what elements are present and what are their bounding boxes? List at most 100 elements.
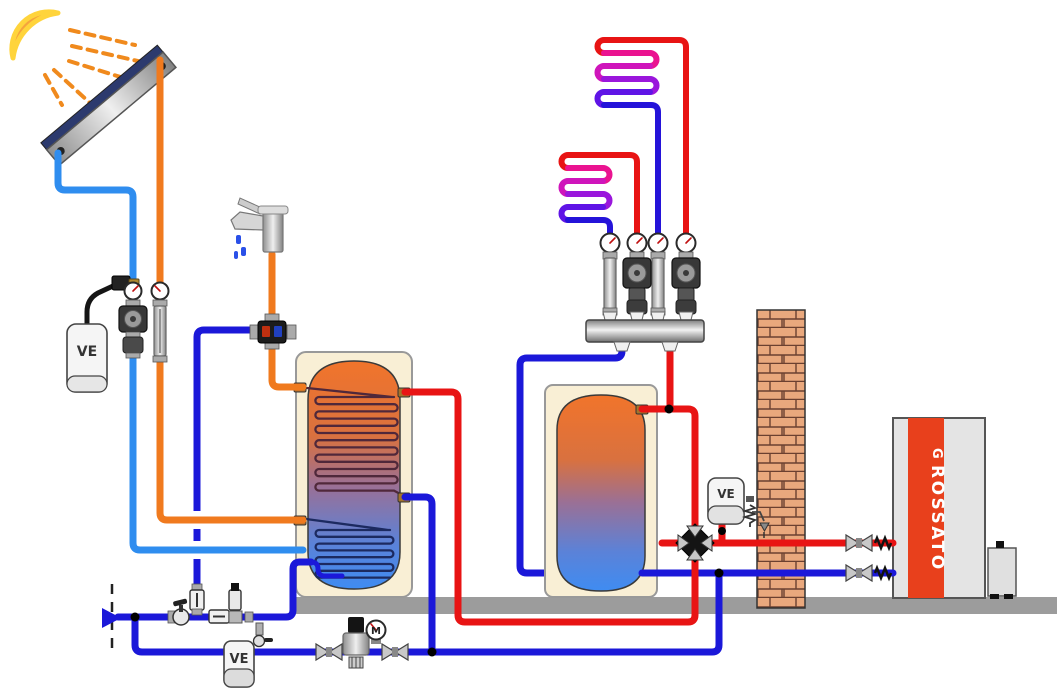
gauge-needle [685, 237, 692, 244]
pipe-union [152, 355, 168, 363]
cold-water-riser-pipe [193, 326, 260, 621]
vent-grid-lines [351, 657, 361, 668]
flex-connector [873, 564, 893, 582]
boiler-side-unit [987, 547, 1017, 597]
junction-dot [718, 527, 726, 535]
valve-port-cone [700, 534, 713, 552]
boiler-logo-glyph: G [929, 448, 944, 459]
gauge-needle [609, 237, 616, 244]
drain-valve [252, 634, 266, 648]
safety-valve-cap [231, 583, 239, 591]
dhw-tap-and-mixer [230, 197, 297, 350]
manifold-bottom-stub [613, 341, 631, 352]
shutoff-valve [315, 642, 331, 662]
shutoff-valve [857, 533, 873, 553]
valve-port-cone [686, 548, 704, 561]
valve-nut [392, 647, 398, 657]
junction-dot [714, 568, 724, 578]
valve-nut [856, 538, 862, 548]
pipe-union [125, 352, 141, 359]
pipe-union [191, 608, 203, 616]
flow-meter-tube [651, 257, 665, 311]
buffer-tank [544, 384, 658, 598]
chimney [756, 309, 806, 609]
tank-cold-branch-pipe [401, 493, 436, 656]
solar-supply-pipe [156, 56, 307, 524]
pipe-union [629, 251, 645, 259]
boiler: G ROSSATO [892, 417, 1017, 599]
pump-valve-body [122, 336, 144, 354]
serpentine-segment [601, 102, 661, 237]
gauge-needle [132, 285, 139, 292]
sun-ray [68, 28, 137, 47]
sun-ray [43, 73, 64, 107]
tank-vessel [307, 360, 401, 590]
shutoff-valve [857, 563, 873, 583]
relief-valve-cap [746, 496, 754, 502]
pressure-reducer-body [342, 632, 370, 656]
heating-manifold-station [585, 232, 705, 352]
shutoff-valve [381, 642, 397, 662]
valve-to-manifold-pipe [638, 405, 699, 531]
tank-to-valve-hot-pipe [401, 388, 699, 626]
floor-heating-loop-lower [558, 152, 640, 237]
four-way-mixing-valve [675, 523, 715, 563]
shutoff-valve [845, 563, 861, 583]
water-drip [236, 235, 241, 244]
floor-heating-loop-upper [594, 37, 689, 237]
vessel-lower-cap [223, 668, 255, 688]
gauge-needle [370, 623, 377, 631]
faucet-body [262, 211, 284, 253]
manometer-label: M [371, 626, 381, 637]
boiler-connection-valves [845, 533, 893, 583]
shutoff-valve [393, 642, 409, 662]
boiler-safety-group: VE [707, 477, 770, 538]
water-drips [234, 235, 246, 259]
vessel-lower-cap [66, 375, 108, 393]
valve-nut [856, 568, 862, 578]
tank-vessel [556, 394, 646, 592]
manifold-return-pipe [516, 338, 654, 577]
vessel-label: VE [717, 487, 734, 501]
valve-port-cone [677, 534, 690, 552]
valve-body [675, 523, 715, 563]
water-drip [234, 251, 238, 259]
boiler-side-unit-foot [990, 594, 999, 599]
junction-dot [130, 612, 140, 622]
pipe-union [286, 324, 297, 340]
vessel-label: VE [230, 652, 249, 667]
pipe-union [125, 331, 141, 338]
sun-ray [70, 44, 144, 64]
cold-distribution-pipe [131, 569, 723, 656]
pipe-union [244, 611, 254, 623]
expansion-vessel-hose [84, 283, 116, 327]
cold-mains-pipe [114, 558, 315, 621]
reducer-cap [348, 617, 364, 633]
solar-pump-group: VE [66, 275, 170, 393]
junction-dot [427, 647, 437, 657]
manifold-bar [585, 319, 705, 343]
faucet-cap [257, 205, 289, 215]
manifold-top-stub [629, 311, 645, 321]
valve-port-cone [686, 525, 704, 538]
sun-ray [52, 68, 92, 105]
solar-return-pipe [54, 149, 307, 554]
faucet-spout [230, 211, 264, 231]
pipe-union [152, 299, 168, 307]
relief-valve-spring [741, 504, 759, 527]
drain-stem [255, 622, 264, 636]
pipe-union [678, 251, 694, 259]
manifold-top-stub [678, 311, 694, 321]
ground-floor [296, 597, 1057, 614]
boiler-stripe [908, 418, 944, 598]
cold-water-inlet-group: VE [102, 583, 273, 688]
pressure-reducer-group: M [315, 617, 409, 669]
vessel-label: VE [77, 344, 97, 360]
shutoff-valve [327, 642, 343, 662]
junction-dot [664, 404, 674, 414]
discharge-funnel [759, 522, 770, 533]
pipe-junctions [130, 404, 726, 657]
lower-heat-exchanger-coil [304, 517, 395, 579]
pump-hub [130, 316, 136, 322]
